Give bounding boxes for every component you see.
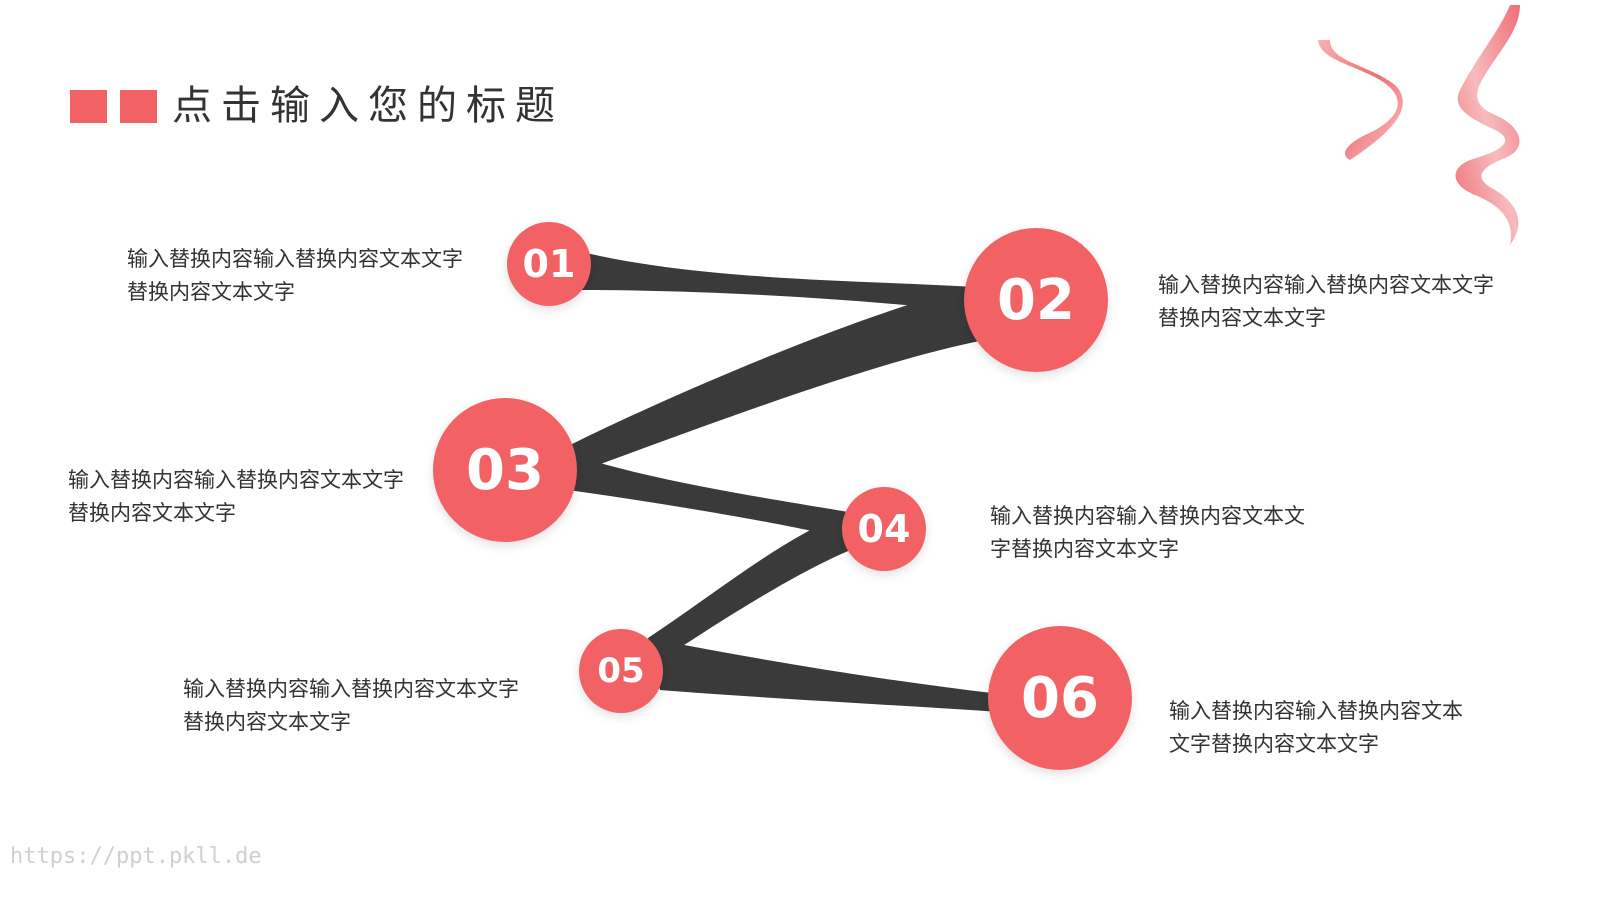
step-caption-01[interactable]: 输入替换内容输入替换内容文本文字 替换内容文本文字 bbox=[127, 243, 463, 309]
step-caption-01-line2: 替换内容文本文字 bbox=[127, 280, 295, 304]
step-node-01[interactable]: 01 bbox=[507, 222, 591, 306]
step-caption-05-line2: 替换内容文本文字 bbox=[183, 710, 351, 734]
step-node-03[interactable]: 03 bbox=[433, 398, 577, 542]
step-caption-01-line1: 输入替换内容输入替换内容文本文字 bbox=[127, 247, 463, 271]
step-caption-03[interactable]: 输入替换内容输入替换内容文本文字 替换内容文本文字 bbox=[68, 464, 404, 530]
connector-01-02 bbox=[582, 252, 975, 312]
title-marker-left bbox=[70, 90, 107, 123]
step-caption-05-line1: 输入替换内容输入替换内容文本文字 bbox=[183, 677, 519, 701]
step-caption-03-line1: 输入替换内容输入替换内容文本文字 bbox=[68, 468, 404, 492]
ribbon-left bbox=[1318, 40, 1403, 160]
step-number-04: 04 bbox=[857, 507, 911, 551]
step-number-02: 02 bbox=[997, 267, 1075, 333]
step-caption-03-line2: 替换内容文本文字 bbox=[68, 501, 236, 525]
step-caption-02-line1: 输入替换内容输入替换内容文本文字 bbox=[1158, 273, 1494, 297]
connector-04-05 bbox=[648, 512, 860, 662]
footer-url: https://ppt.pkll.de bbox=[10, 844, 262, 869]
connector-05-06 bbox=[648, 638, 1000, 712]
step-node-02[interactable]: 02 bbox=[964, 228, 1108, 372]
step-number-06: 06 bbox=[1021, 665, 1099, 731]
step-node-04[interactable]: 04 bbox=[842, 487, 926, 571]
step-caption-02[interactable]: 输入替换内容输入替换内容文本文字 替换内容文本文字 bbox=[1158, 269, 1494, 335]
page-title[interactable]: 点击输入您的标题 bbox=[172, 83, 564, 129]
step-caption-06[interactable]: 输入替换内容输入替换内容文本 文字替换内容文本文字 bbox=[1169, 695, 1463, 761]
title-marker-right bbox=[120, 90, 157, 123]
step-node-06[interactable]: 06 bbox=[988, 626, 1132, 770]
step-caption-04-line1: 输入替换内容输入替换内容文本文 bbox=[990, 504, 1305, 528]
ribbon-streamer-icon bbox=[1318, 5, 1520, 245]
step-number-03: 03 bbox=[466, 437, 544, 503]
ribbon-right bbox=[1455, 5, 1520, 245]
step-number-01: 01 bbox=[522, 242, 576, 286]
step-caption-06-line2: 文字替换内容文本文字 bbox=[1169, 732, 1379, 756]
step-node-05[interactable]: 05 bbox=[579, 629, 663, 713]
step-caption-06-line1: 输入替换内容输入替换内容文本 bbox=[1169, 699, 1463, 723]
step-caption-04-line2: 字替换内容文本文字 bbox=[990, 537, 1179, 561]
connector-03-04 bbox=[560, 450, 848, 538]
step-caption-04[interactable]: 输入替换内容输入替换内容文本文 字替换内容文本文字 bbox=[990, 500, 1305, 566]
step-caption-02-line2: 替换内容文本文字 bbox=[1158, 306, 1326, 330]
step-number-05: 05 bbox=[597, 651, 645, 691]
connector-02-03 bbox=[560, 287, 985, 476]
step-caption-05[interactable]: 输入替换内容输入替换内容文本文字 替换内容文本文字 bbox=[183, 673, 519, 739]
